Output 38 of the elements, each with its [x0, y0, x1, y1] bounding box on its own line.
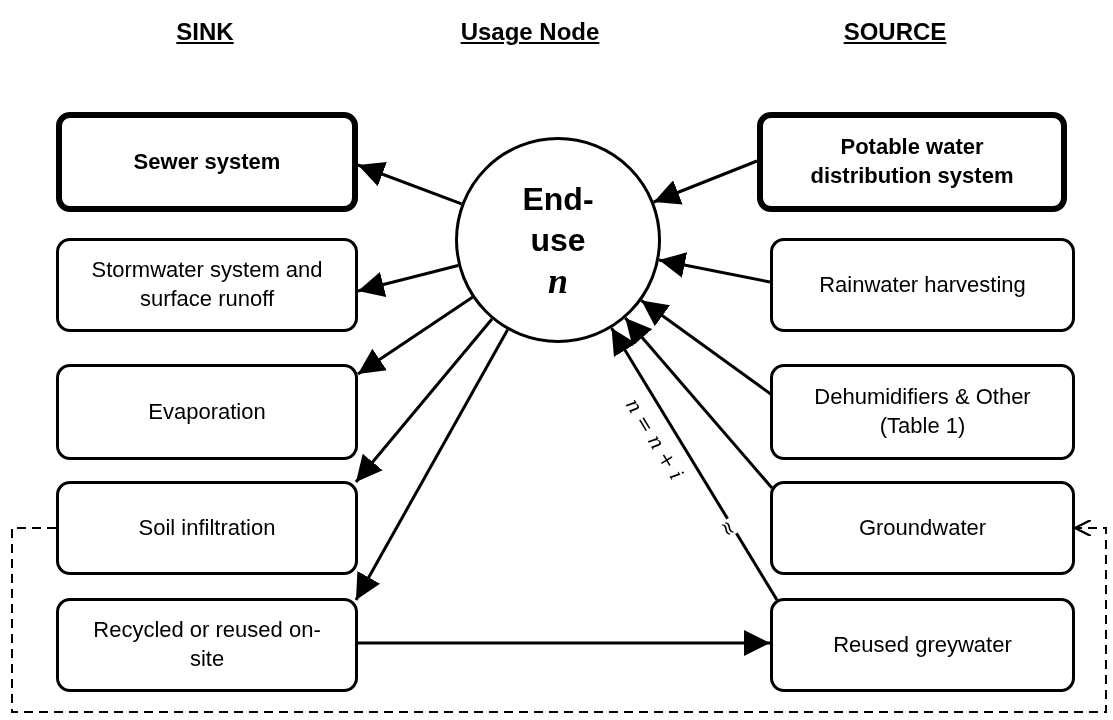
- main-box: [56, 112, 358, 212]
- usage-node-circle: [455, 137, 661, 343]
- box-label: Stormwater system and surface runoff: [90, 256, 324, 313]
- arrow: [354, 329, 509, 601]
- node-title: End-use: [521, 179, 595, 261]
- process-box: [770, 364, 1075, 460]
- box-label: Soil infiltration: [138, 513, 276, 542]
- edge-label: n = n + i: [620, 393, 689, 485]
- process-box: [56, 481, 358, 575]
- arrow: [357, 161, 463, 206]
- box-label: Recycled or reused on-site: [92, 616, 322, 673]
- box-label: Groundwater: [858, 513, 987, 542]
- dashed-arrow: [11, 518, 1107, 713]
- arrow: [610, 327, 779, 601]
- arrow: [354, 318, 494, 483]
- process-box: [56, 364, 358, 460]
- column-heading: SOURCE: [843, 18, 947, 46]
- main-box: [757, 112, 1067, 212]
- process-box: [770, 598, 1075, 692]
- box-label: Reused greywater: [833, 630, 1012, 659]
- process-box: [56, 598, 358, 692]
- process-box: [56, 238, 358, 332]
- column-heading: SINK: [176, 18, 234, 46]
- box-label: Sewer system: [133, 147, 281, 176]
- box-label: Evaporation: [148, 397, 266, 426]
- arrow: [358, 630, 770, 656]
- arrow: [357, 296, 474, 376]
- column-heading: Usage Node: [460, 18, 600, 46]
- process-box: [770, 238, 1075, 332]
- box-label: Dehumidifiers & Other (Table 1): [813, 383, 1032, 440]
- arrow: [624, 317, 774, 489]
- arrow: [658, 252, 771, 284]
- box-label: Rainwater harvesting: [819, 270, 1026, 299]
- arrow: [357, 264, 459, 298]
- box-label: Potable water distribution system: [809, 133, 1015, 190]
- variable-symbol: n: [548, 261, 568, 302]
- process-box: [770, 481, 1075, 575]
- arrow: [653, 159, 758, 205]
